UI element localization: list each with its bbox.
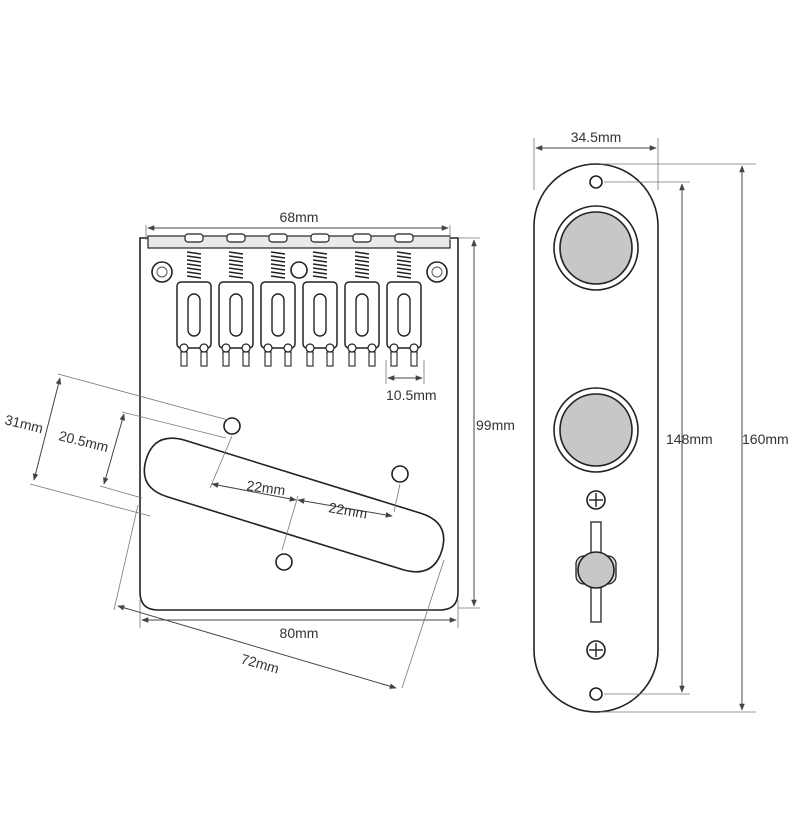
saddle: [302, 233, 338, 367]
dim-72: 72mm: [239, 651, 281, 677]
selector-switch: [575, 521, 617, 623]
dim-20-5: 20.5mm: [57, 427, 110, 455]
pickup-cavity: [143, 437, 445, 573]
dim-80: 80mm: [280, 625, 319, 641]
mount-hole: [223, 417, 241, 435]
dim-148: 148mm: [666, 431, 713, 447]
dim-34-5: 34.5mm: [571, 129, 622, 145]
saddle: [260, 233, 296, 367]
saddle: [386, 233, 422, 367]
dim-22-left: 22mm: [246, 477, 287, 498]
dim-31: 31mm: [3, 411, 45, 436]
saddle: [218, 233, 254, 367]
saddle: [176, 233, 212, 367]
mount-hole: [391, 465, 409, 483]
dim-160: 160mm: [742, 431, 789, 447]
screw-icon: [586, 640, 606, 660]
screw-icon: [586, 490, 606, 510]
dim-22-right: 22mm: [327, 499, 368, 522]
dim-99: 99mm: [476, 417, 515, 433]
bridge-plate: [139, 235, 459, 611]
mount-hole: [275, 553, 293, 571]
saddle: [344, 233, 380, 367]
dim-68: 68mm: [280, 209, 319, 225]
dim-10-5: 10.5mm: [386, 387, 437, 403]
control-plate: [533, 163, 659, 713]
